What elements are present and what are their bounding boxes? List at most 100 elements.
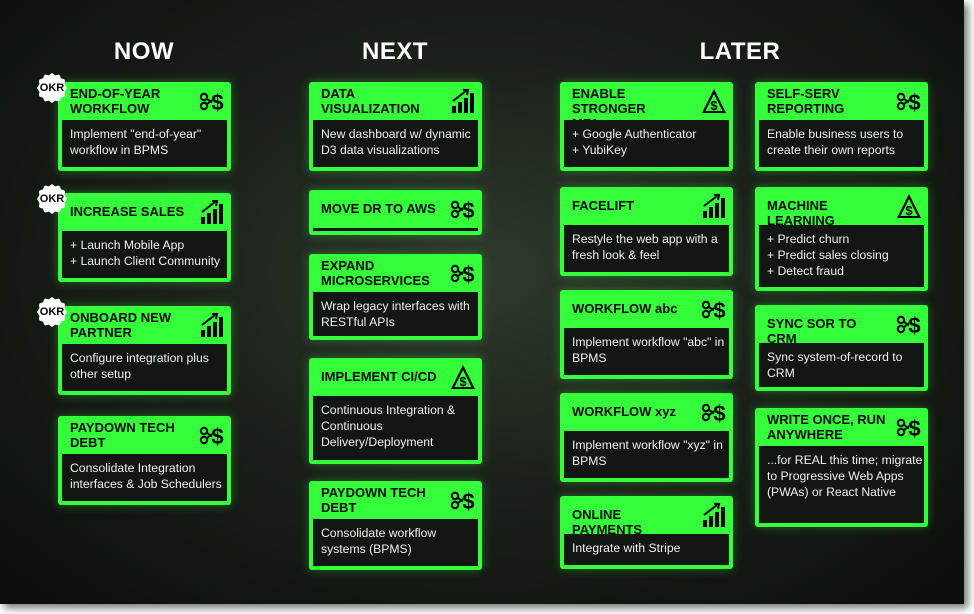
card-description-line: + Detect fraud <box>767 264 844 278</box>
card-description-line: Continuous Integration & <box>321 403 456 417</box>
growth-chart-icon-graphic <box>452 89 474 113</box>
card-description-line: BPMS <box>572 351 607 365</box>
card-title: INCREASE SALES <box>70 204 189 219</box>
card-title-line: ONBOARD NEW <box>70 310 172 325</box>
svg-text:$: $ <box>905 203 913 218</box>
card-title-line: PAYDOWN TECH <box>321 485 426 500</box>
card-title-line: ENABLE STRONGER <box>572 86 646 116</box>
roadmap-card[interactable]: MOVE DR TO AWS$ <box>309 190 482 235</box>
roadmap-card[interactable]: WORKFLOW abc$Implement workflow "abc" in… <box>560 290 733 379</box>
money-scissors-icon: $ <box>450 258 476 288</box>
card-description-line: other setup <box>70 367 131 381</box>
card-description-line: workflow in BPMS <box>70 143 169 157</box>
growth-chart-icon <box>199 310 225 340</box>
svg-text:$: $ <box>462 262 474 287</box>
card-description-line: Configure integration plus <box>70 351 209 365</box>
card-description-line: + Predict churn <box>767 232 850 246</box>
card-description-line: to Progressive Web Apps <box>767 469 904 483</box>
card-title-line: SYNC SOR TO CRM <box>767 316 857 346</box>
card-description: Integrate with Stripe <box>564 534 729 565</box>
svg-text:$: $ <box>710 98 718 113</box>
card-description-line: Restyle the web app with a <box>572 232 718 246</box>
card-title: WORKFLOW abc <box>572 301 691 316</box>
card-title-line: ANYWHERE <box>767 427 843 442</box>
svg-text:$: $ <box>713 401 725 426</box>
growth-chart-icon <box>701 191 727 221</box>
roadmap-card[interactable]: IMPLEMENT CI/CD $Continuous Integration &… <box>309 358 482 464</box>
card-description-line: Integrate with Stripe <box>572 541 681 555</box>
svg-text:$: $ <box>713 298 725 323</box>
growth-chart-icon <box>701 500 727 530</box>
growth-chart-icon-graphic <box>201 200 223 224</box>
money-scissors-icon-graphic: $ <box>701 298 726 323</box>
card-title: IMPLEMENT CI/CD <box>321 369 440 384</box>
card-title-line: PAYDOWN TECH <box>70 420 175 435</box>
card-description-line: + Google Authenticator <box>572 127 697 141</box>
column-heading-next: NEXT <box>361 38 428 65</box>
card-title-line: DEBT <box>321 500 357 515</box>
card-description: Implement "end-of-year"workflow in BPMS <box>62 120 227 167</box>
card-description-line: BPMS <box>572 454 607 468</box>
roadmap-card[interactable]: SYNC SOR TO CRM $ Sync system-of-record to… <box>755 305 928 391</box>
card-description-line: interfaces & Job Schedulers <box>70 477 222 491</box>
card-description-line: + Launch Mobile App <box>70 238 185 252</box>
risk-warning-icon: $ <box>896 191 922 221</box>
column-heading-now: NOW <box>113 38 175 65</box>
card-description-line: Consolidate workflow <box>321 526 437 540</box>
svg-text:$: $ <box>462 198 474 223</box>
column-heading-later: LATER <box>699 38 781 65</box>
money-scissors-icon: $ <box>896 412 922 442</box>
card-description: Sync system-of-record to CRM <box>759 343 924 387</box>
card-title-line: EXPAND <box>321 258 375 273</box>
card-description: + Google Authenticator+ YubiKey <box>564 120 729 167</box>
svg-text:$: $ <box>459 374 467 389</box>
money-scissors-icon: $ <box>896 309 922 339</box>
card-description-line: Wrap legacy interfaces with <box>321 299 470 313</box>
card-title-line: WORKFLOW <box>70 101 150 116</box>
svg-text:$: $ <box>908 90 920 115</box>
svg-text:$: $ <box>462 489 474 514</box>
card-title-line: DATA <box>321 86 356 101</box>
card-description-line: create their own reports <box>767 143 896 157</box>
roadmap-card[interactable]: MACHINE LEARNING$+ Predict churn+ Predic… <box>755 187 928 291</box>
card-title-line: WORKFLOW xyz <box>572 404 676 419</box>
card-description-line: New dashboard w/ dynamic <box>321 127 471 141</box>
card-description-line: Implement workflow "xyz" in <box>572 438 723 452</box>
risk-warning-icon-graphic: $ <box>451 365 475 389</box>
roadmap-card[interactable]: INCREASE SALES + Launch Mobile App+ Launc… <box>58 193 231 282</box>
card-title-line: DEBT <box>70 435 106 450</box>
card-description-line: Enable business users to <box>767 127 904 141</box>
card-title-line: WORKFLOW abc <box>572 301 678 316</box>
roadmap-card[interactable]: WORKFLOW xyz $ Implement workflow "xyz" in… <box>560 393 733 482</box>
card-description-line: Continuous <box>321 419 383 433</box>
card-description-line: CRM <box>767 366 795 380</box>
growth-chart-icon-graphic <box>703 194 725 218</box>
card-title-line: VISUALIZATION <box>321 101 420 116</box>
growth-chart-icon <box>199 197 225 227</box>
card-title-line: IMPLEMENT CI/CD <box>321 369 437 384</box>
money-scissors-icon-graphic: $ <box>450 198 475 223</box>
card-description: + Launch Mobile App+ Launch Client Commu… <box>62 231 227 278</box>
card-description-line: Sync system-of-record to <box>767 350 903 364</box>
svg-text:$: $ <box>211 424 223 449</box>
roadmap-card[interactable]: ENABLE STRONGERMFA$+ Google Authenticato… <box>560 82 733 171</box>
money-scissors-icon: $ <box>199 420 225 450</box>
